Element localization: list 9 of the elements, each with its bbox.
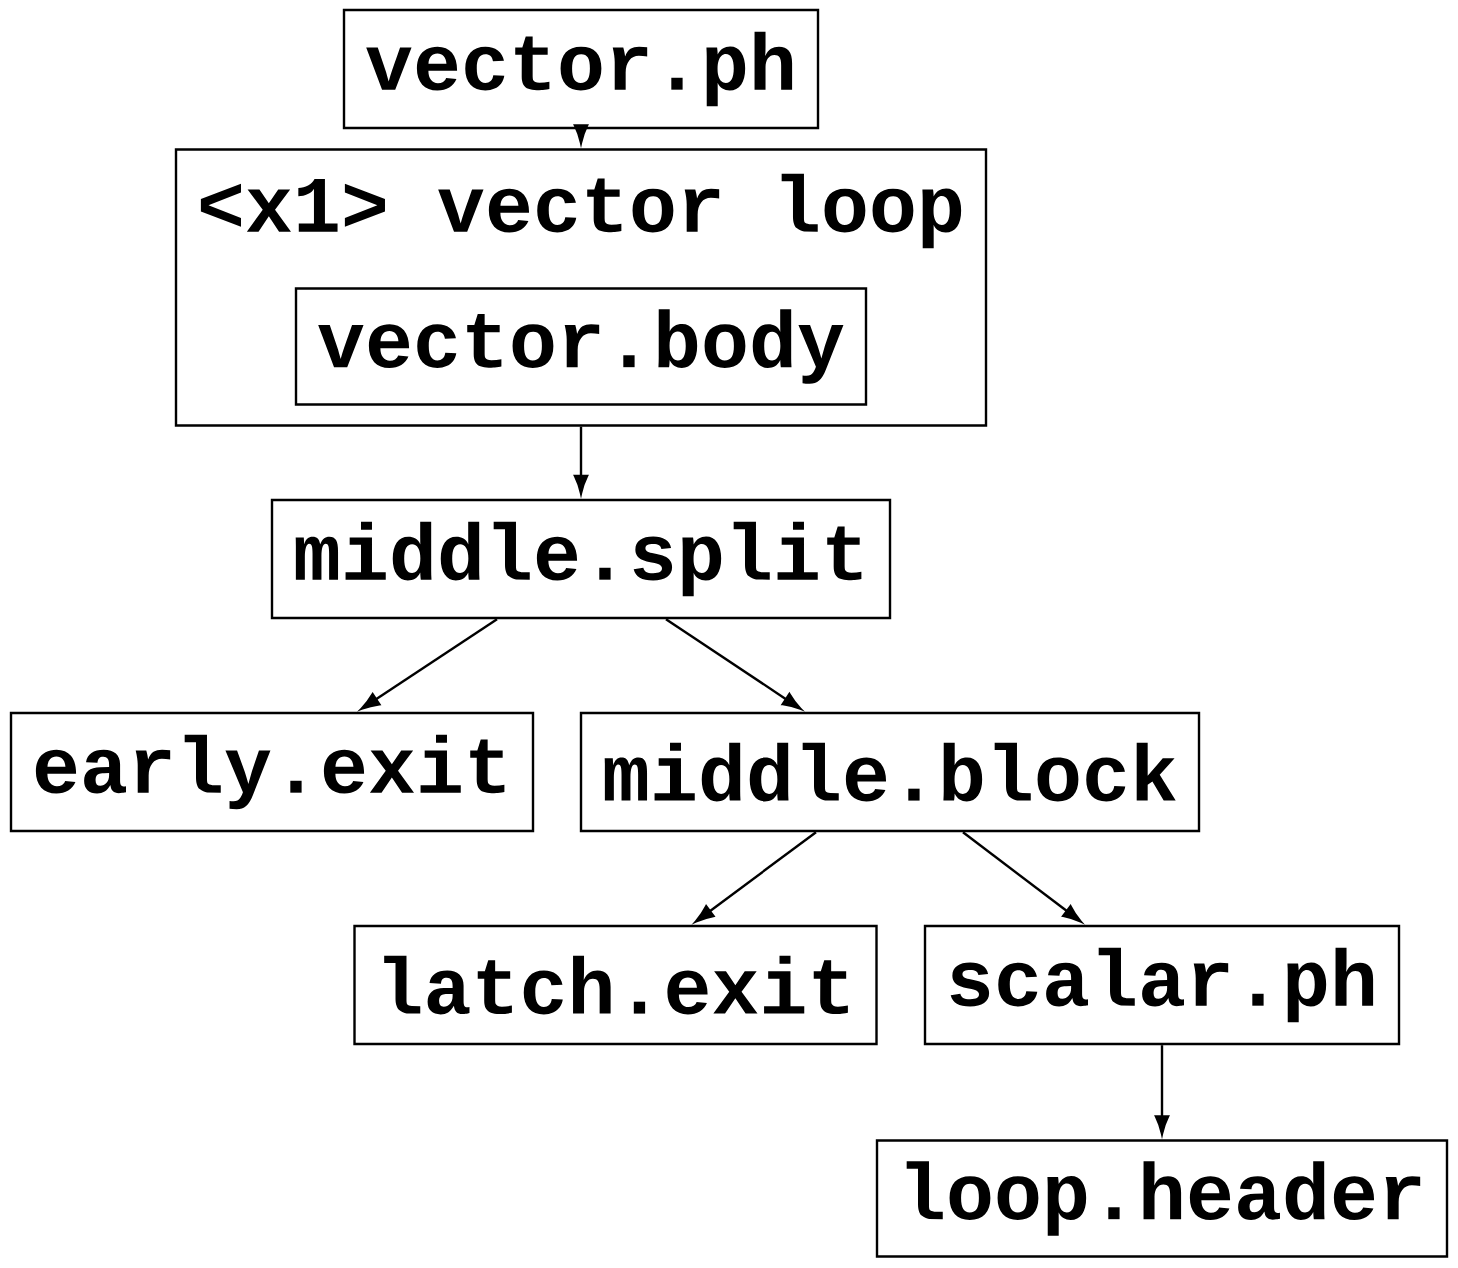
block-box: vector.body bbox=[294, 287, 868, 406]
block-box: vector.ph bbox=[342, 8, 820, 130]
block-box: middle.split bbox=[270, 498, 892, 620]
arrow bbox=[694, 831, 817, 923]
block-box: scalar.ph bbox=[923, 924, 1401, 1046]
block-box: latch.exit bbox=[353, 924, 878, 1046]
block-box: early.exit bbox=[9, 711, 535, 833]
block-box: loop.header bbox=[875, 1139, 1449, 1258]
block-box: middle.block bbox=[579, 711, 1201, 833]
